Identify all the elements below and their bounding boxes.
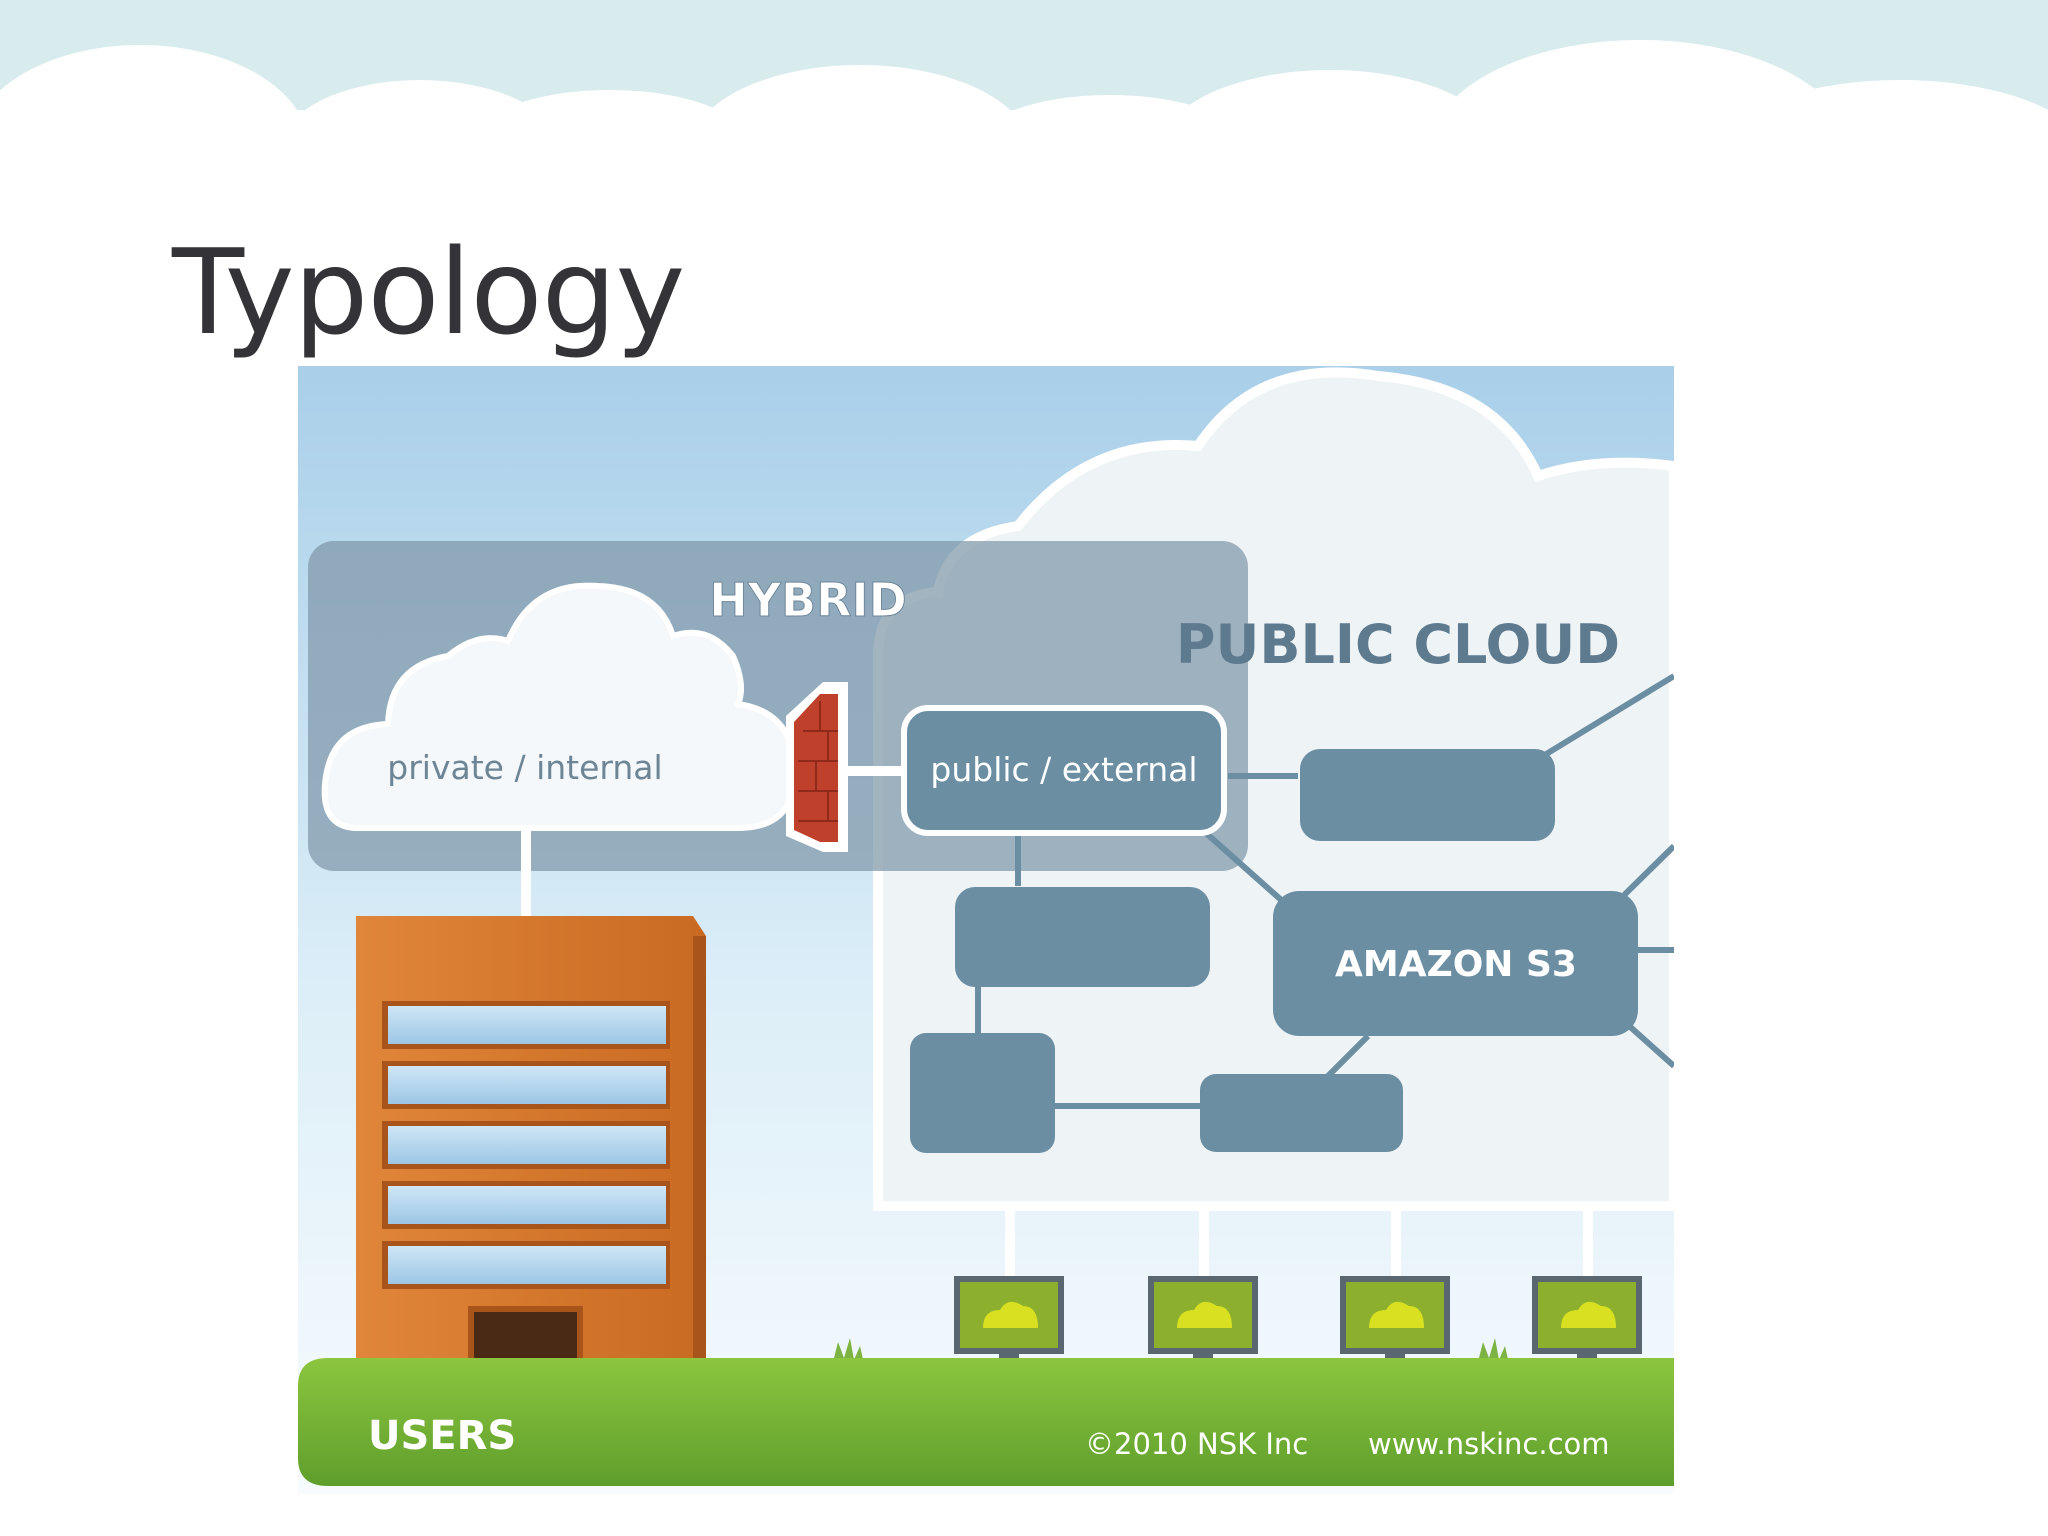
private-cloud-label: private / internal (387, 748, 662, 787)
network-node-bottom-left (910, 1033, 1055, 1153)
public-external-node: public / external (901, 705, 1227, 836)
public-cloud-label: PUBLIC CLOUD (1176, 613, 1620, 676)
network-node-middle-left (955, 887, 1210, 987)
header-cloud-band (0, 0, 2048, 200)
computer-icon-3 (1340, 1276, 1450, 1376)
amazon-s3-label: AMAZON S3 (1335, 944, 1577, 985)
network-links (975, 673, 1674, 1109)
amazon-s3-node: AMAZON S3 (1273, 891, 1638, 1036)
firewall-icon (786, 682, 848, 852)
copyright-text: ©2010 NSK Inc (1085, 1427, 1308, 1461)
cloud-typology-diagram: HYBRID PUBLIC CLOUD private / internal (298, 366, 1674, 1494)
hybrid-label: HYBRID (709, 573, 907, 627)
network-node-top-right (1300, 749, 1555, 841)
private-cloud: private / internal (321, 582, 799, 831)
grass-tufts (833, 1338, 1509, 1364)
public-external-label: public / external (930, 750, 1197, 789)
computer-icon-4 (1532, 1276, 1642, 1376)
network-node-bottom-middle (1200, 1074, 1403, 1152)
users-label: USERS (368, 1413, 516, 1459)
website-text: www.nskinc.com (1368, 1427, 1610, 1461)
grass-ground (298, 1358, 1674, 1486)
computer-icon-2 (1148, 1276, 1258, 1376)
slide-title: Typology (172, 223, 685, 361)
office-building-icon (356, 916, 706, 1378)
